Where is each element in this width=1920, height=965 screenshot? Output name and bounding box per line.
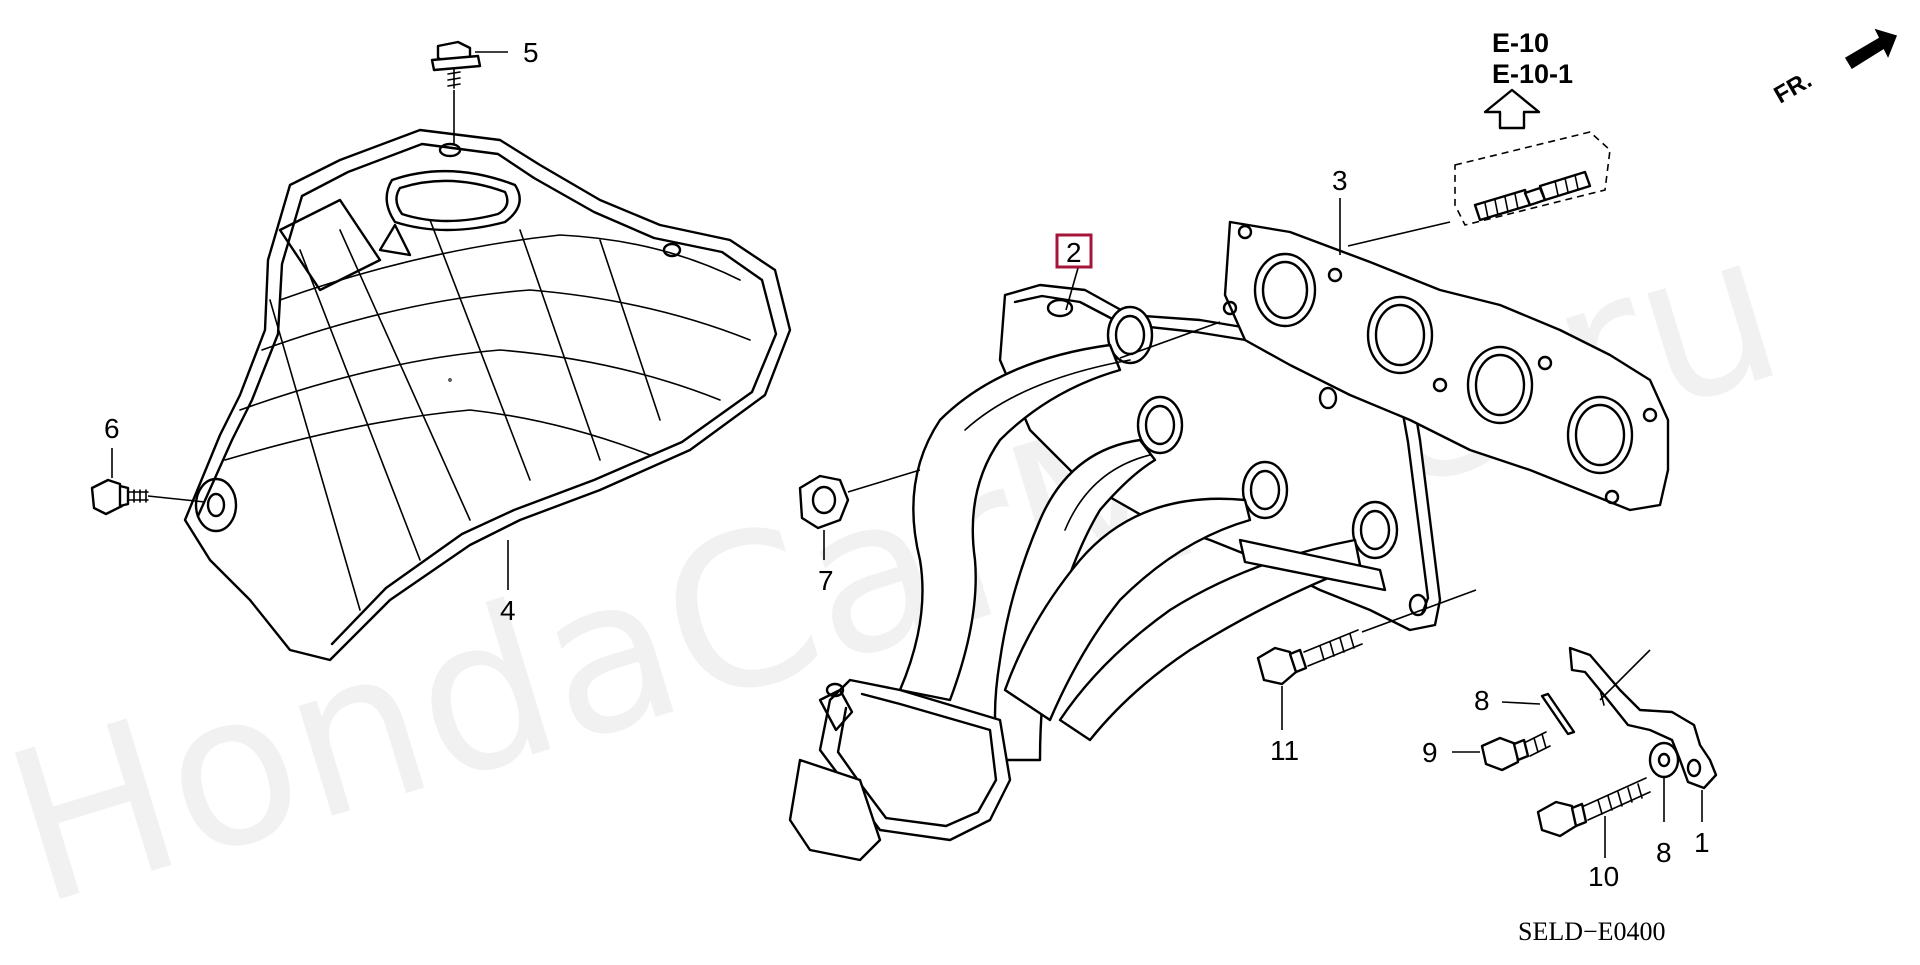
highlight-box-part-2 — [1055, 233, 1093, 269]
bolt-part-5[interactable] — [430, 40, 482, 145]
leader-part-2 — [1065, 267, 1079, 311]
leader-gasket-to-manifold — [1119, 321, 1221, 359]
front-direction-label: FR. — [1770, 66, 1817, 109]
nut-part-7[interactable] — [798, 469, 921, 560]
callout-2[interactable]: 2 — [1066, 237, 1082, 268]
bolt-part-11[interactable] — [1256, 589, 1477, 730]
up-reference-arrow-icon — [1483, 88, 1541, 130]
callout-11[interactable]: 11 — [1270, 735, 1299, 766]
front-arrow-icon — [1844, 28, 1898, 70]
heat-shield-part-4[interactable] — [183, 128, 792, 662]
callout-6[interactable]: 6 — [104, 413, 120, 444]
callout-3[interactable]: 3 — [1332, 165, 1348, 196]
bolt-part-10[interactable] — [1536, 777, 1651, 858]
callout-8-upper[interactable]: 8 — [1474, 685, 1490, 716]
callout-7[interactable]: 7 — [818, 565, 834, 596]
washer-part-8-lower[interactable] — [1648, 741, 1680, 822]
front-direction-indicator: FR. — [1770, 28, 1898, 109]
bolt-part-6[interactable] — [90, 478, 206, 516]
callout-1[interactable]: 1 — [1694, 827, 1710, 858]
callout-10[interactable]: 10 — [1588, 861, 1619, 892]
reference-code-1[interactable]: E-10 — [1492, 28, 1549, 58]
reference-code-2[interactable]: E-10-1 — [1492, 59, 1573, 89]
stud-reference-box — [1454, 131, 1611, 226]
gasket-part-3[interactable] — [1222, 220, 1670, 512]
callout-8-lower[interactable]: 8 — [1656, 837, 1672, 868]
bolt-part-9[interactable] — [1452, 731, 1551, 772]
callout-4[interactable]: 4 — [500, 595, 516, 626]
callout-9[interactable]: 9 — [1422, 737, 1438, 768]
callout-5[interactable]: 5 — [523, 37, 539, 68]
washer-part-8-upper[interactable] — [1501, 692, 1576, 736]
leader-stud-to-gasket — [1347, 221, 1451, 247]
exhaust-manifold-part-2[interactable] — [788, 283, 1442, 862]
drawing-code: SELD−E0400 — [1518, 917, 1666, 946]
bracket-part-1[interactable] — [1568, 646, 1718, 822]
